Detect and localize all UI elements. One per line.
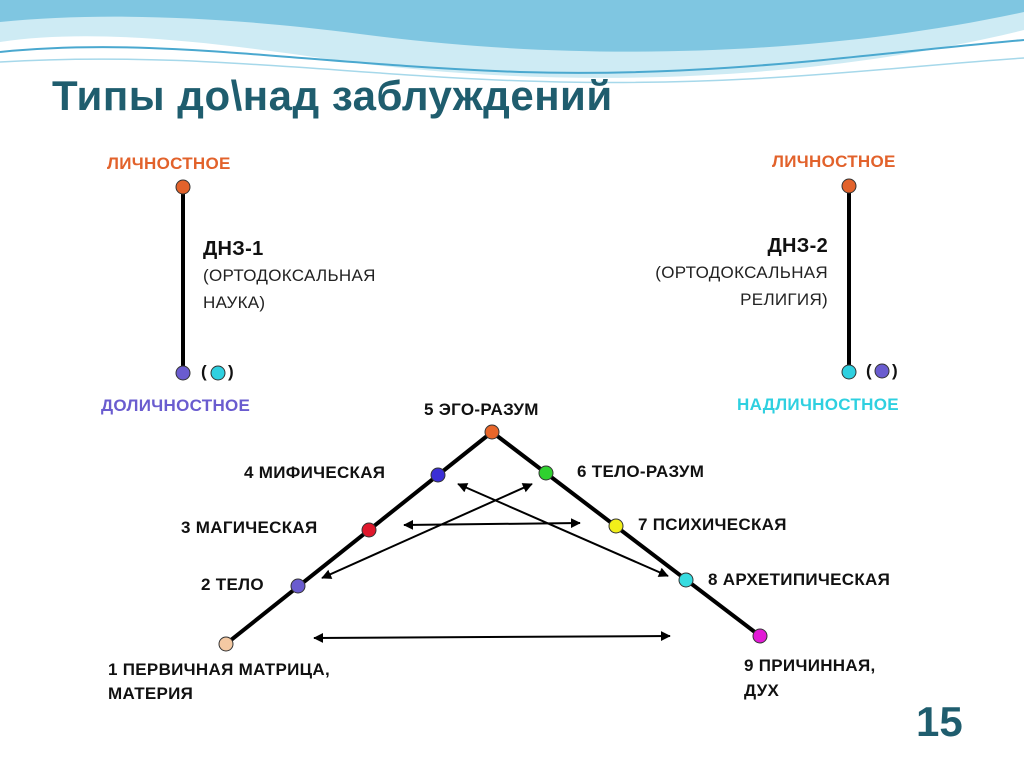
right-paren-open: (	[866, 361, 872, 380]
level-label-1b: МАТЕРИЯ	[108, 684, 194, 703]
level-dot-8	[678, 572, 694, 588]
arrow-2-6	[321, 483, 533, 579]
level-dot-2	[290, 578, 306, 594]
right-axis-bottom-dot	[841, 364, 857, 380]
header-waves	[0, 0, 1024, 84]
left-bottom-label: ДОЛИЧНОСТНОЕ	[101, 396, 251, 415]
level-dot-5	[484, 424, 500, 440]
wave-mid	[0, 0, 1024, 52]
level-dot-3	[361, 522, 377, 538]
wave-line-2	[0, 57, 1024, 84]
level-dot-9	[752, 628, 768, 644]
left-top-label: ЛИЧНОСТНОЕ	[107, 154, 231, 173]
left-desc-line1: (ОРТОДОКСАЛЬНАЯ	[203, 266, 376, 285]
level-dot-4	[430, 467, 446, 483]
page-number: 15	[916, 698, 963, 745]
level-label-7: 7 ПСИХИЧЕСКАЯ	[638, 515, 787, 534]
left-axis-top-dot	[175, 179, 191, 195]
level-dot-7	[608, 518, 624, 534]
level-dot-1	[218, 636, 234, 652]
level-label-9: 9 ПРИЧИННАЯ,	[744, 656, 876, 675]
arrow-3-7	[403, 518, 581, 530]
level-label-9b: ДУХ	[744, 681, 780, 700]
left-paren-close: )	[228, 362, 234, 381]
left-desc-line2: НАУКА)	[203, 293, 266, 312]
level-label-2: 2 ТЕЛО	[201, 575, 264, 594]
level-label-6: 6 ТЕЛО-РАЗУМ	[577, 462, 705, 481]
level-label-3: 3 МАГИЧЕСКАЯ	[181, 518, 318, 537]
level-label-5: 5 ЭГО-РАЗУМ	[424, 400, 539, 419]
wave-line	[0, 39, 1024, 74]
level-label-4: 4 МИФИЧЕСКАЯ	[244, 463, 386, 482]
level-label-8: 8 АРХЕТИПИЧЕСКАЯ	[708, 570, 891, 589]
level-label-1: 1 ПЕРВИЧНАЯ МАТРИЦА,	[108, 660, 330, 679]
right-axis-top-dot	[841, 178, 857, 194]
left-axis-legend-dot	[210, 365, 226, 381]
right-desc-line2: РЕЛИГИЯ)	[740, 290, 828, 309]
left-code-label: ДНЗ-1	[203, 238, 264, 260]
right-top-label: ЛИЧНОСТНОЕ	[772, 152, 896, 171]
right-bottom-label: НАДЛИЧНОСТНОЕ	[737, 395, 899, 414]
right-axis-legend-dot	[874, 363, 890, 379]
page-title: Типы до\над заблуждений	[52, 72, 613, 119]
left-axis-bottom-dot	[175, 365, 191, 381]
right-code-label: ДНЗ-2	[767, 235, 828, 257]
left-paren-open: (	[201, 362, 207, 381]
level-dot-6	[538, 465, 554, 481]
arrow-1-9	[313, 631, 671, 643]
arrow-4-8	[457, 483, 669, 577]
right-desc-line1: (ОРТОДОКСАЛЬНАЯ	[655, 263, 828, 282]
right-paren-close: )	[892, 361, 898, 380]
